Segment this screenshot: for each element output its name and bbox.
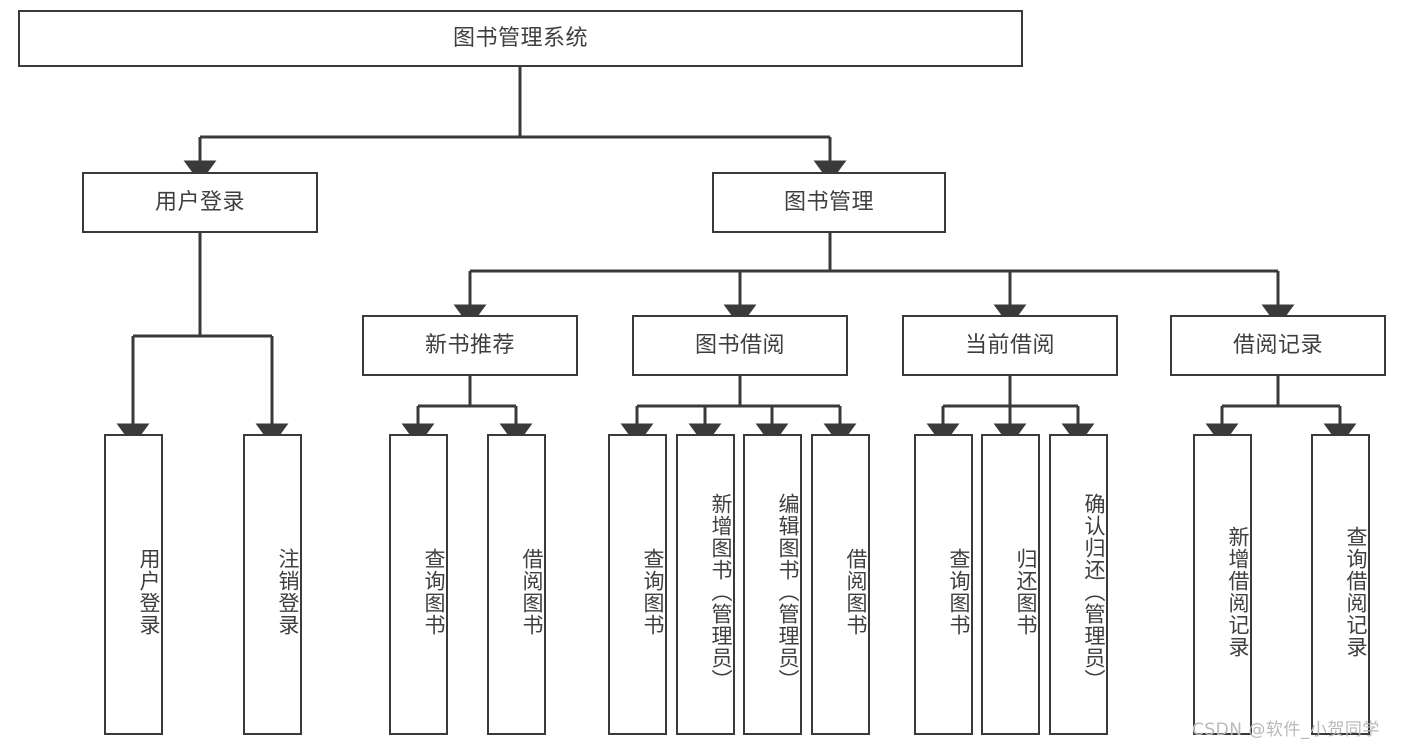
node-label: 用户登录: [154, 189, 245, 215]
node-leaf-query-book-3[interactable]: 查询图书: [914, 434, 973, 735]
node-leaf-add-borrow-record[interactable]: 新增借阅记录: [1193, 434, 1252, 735]
node-label: 借阅图书: [844, 547, 868, 636]
node-label: 新书推荐: [424, 332, 515, 358]
node-label: 图书借阅: [694, 332, 785, 358]
node-label: 新增图书（管理员）: [709, 492, 733, 691]
node-label: 查询图书: [422, 547, 446, 636]
node-label: 图书管理: [783, 189, 874, 215]
node-leaf-return-book[interactable]: 归还图书: [981, 434, 1040, 735]
node-book-borrow[interactable]: 图书借阅: [632, 315, 848, 376]
node-leaf-borrow-book-2[interactable]: 借阅图书: [811, 434, 870, 735]
node-leaf-confirm-return[interactable]: 确认归还（管理员）: [1049, 434, 1108, 735]
node-label: 查询图书: [641, 547, 665, 636]
node-label: 图书管理系统: [452, 25, 588, 51]
node-label: 查询借阅记录: [1344, 525, 1368, 658]
node-label: 借阅记录: [1232, 332, 1323, 358]
node-label: 当前借阅: [964, 332, 1055, 358]
node-leaf-query-book-2[interactable]: 查询图书: [608, 434, 667, 735]
node-leaf-user-login[interactable]: 用户登录: [104, 434, 163, 735]
node-label: 查询图书: [947, 547, 971, 636]
node-leaf-query-borrow-record[interactable]: 查询借阅记录: [1311, 434, 1370, 735]
node-label: 注销登录: [276, 547, 300, 636]
node-label: 确认归还（管理员）: [1082, 492, 1106, 691]
node-book-management-system[interactable]: 图书管理系统: [18, 10, 1023, 67]
node-label: 借阅图书: [520, 547, 544, 636]
node-leaf-logout-login[interactable]: 注销登录: [243, 434, 302, 735]
node-leaf-edit-book[interactable]: 编辑图书（管理员）: [743, 434, 802, 735]
node-current-borrow[interactable]: 当前借阅: [902, 315, 1118, 376]
node-label: 新增借阅记录: [1226, 525, 1250, 658]
node-user-login[interactable]: 用户登录: [82, 172, 318, 233]
node-label: 编辑图书（管理员）: [776, 492, 800, 691]
node-new-book-recommend[interactable]: 新书推荐: [362, 315, 578, 376]
node-leaf-borrow-book-1[interactable]: 借阅图书: [487, 434, 546, 735]
node-leaf-query-book-1[interactable]: 查询图书: [389, 434, 448, 735]
node-borrow-record[interactable]: 借阅记录: [1170, 315, 1386, 376]
node-book-management[interactable]: 图书管理: [712, 172, 946, 233]
node-label: 归还图书: [1014, 547, 1038, 636]
node-label: 用户登录: [137, 547, 161, 636]
node-leaf-add-book[interactable]: 新增图书（管理员）: [676, 434, 735, 735]
